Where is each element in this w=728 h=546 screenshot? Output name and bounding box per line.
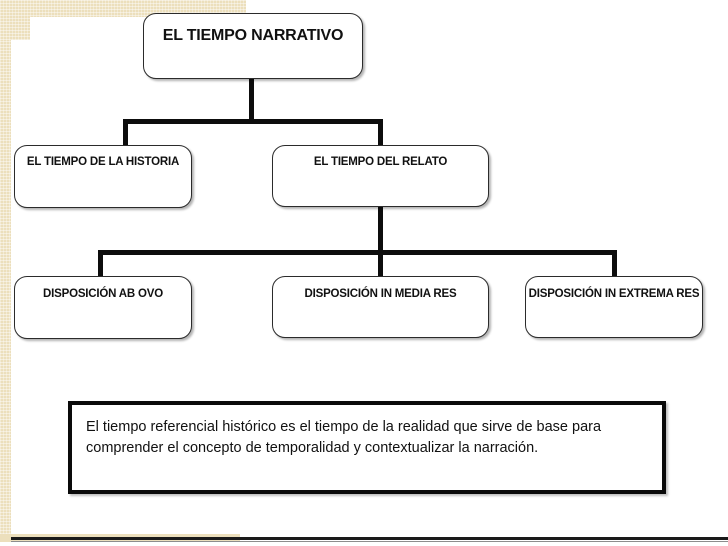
- node-el-tiempo-narrativo[interactable]: EL TIEMPO NARRATIVO: [143, 13, 363, 79]
- statement-text: El tiempo referencial histórico es el ti…: [86, 419, 602, 457]
- node-label-relato: EL TIEMPO DEL RELATO: [313, 156, 448, 168]
- node-disposicion-in-extrema-res[interactable]: DISPOSICIÓN IN EXTREMA RES: [525, 276, 703, 338]
- node-label-root: EL TIEMPO NARRATIVO: [162, 27, 344, 44]
- node-label-historia: EL TIEMPO DE LA HISTORIA: [26, 156, 180, 168]
- connector-drop-in-extrema-res: [612, 250, 617, 278]
- node-el-tiempo-del-relato[interactable]: EL TIEMPO DEL RELATO: [272, 145, 489, 207]
- bottom-divider-line-shadow: [11, 541, 728, 542]
- connector-drop-relato: [378, 119, 383, 147]
- connector-level3-bar: [98, 250, 617, 255]
- connector-level2-bar: [123, 119, 383, 124]
- node-label-in-extrema-res: DISPOSICIÓN IN EXTREMA RES: [528, 288, 700, 300]
- connector-drop-ab-ovo: [98, 250, 103, 278]
- connector-relato-down: [378, 207, 383, 254]
- connector-root-down: [249, 78, 254, 123]
- statement-box: El tiempo referencial histórico es el ti…: [68, 401, 666, 494]
- node-label-ab-ovo: DISPOSICIÓN AB OVO: [43, 288, 163, 300]
- bottom-divider-line: [11, 537, 728, 540]
- node-el-tiempo-de-la-historia[interactable]: EL TIEMPO DE LA HISTORIA: [14, 145, 192, 208]
- connector-drop-historia: [123, 119, 128, 147]
- node-disposicion-ab-ovo[interactable]: DISPOSICIÓN AB OVO: [14, 276, 192, 339]
- decorative-left-border: [0, 0, 11, 534]
- connector-drop-in-media-res: [378, 250, 383, 278]
- node-disposicion-in-media-res[interactable]: DISPOSICIÓN IN MEDIA RES: [272, 276, 489, 338]
- node-label-in-media-res: DISPOSICIÓN IN MEDIA RES: [304, 288, 457, 300]
